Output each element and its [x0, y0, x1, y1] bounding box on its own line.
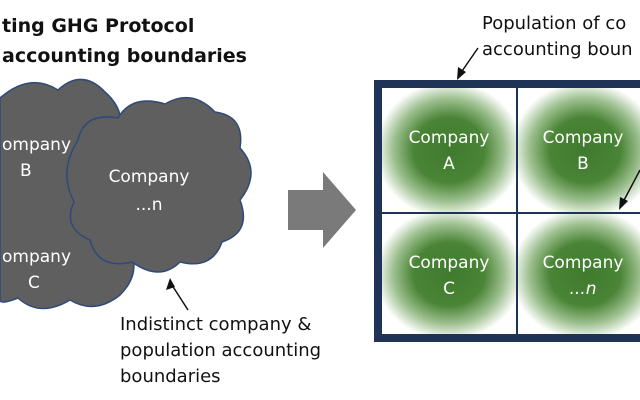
cloud-front [66, 96, 252, 273]
grid-cell-a [382, 88, 516, 212]
grid-cell-n [518, 214, 640, 334]
right-title-line-1: Population of co [482, 13, 626, 34]
left-title-line-1: ting GHG Protocol [2, 15, 194, 37]
cloud-n-label-line-2: ...n [136, 195, 163, 215]
transition-arrow [288, 172, 356, 248]
cell-pointer-head [619, 197, 628, 210]
cell-a-label-line-2: A [443, 154, 455, 174]
cloud-n-label-line-1: Company [109, 167, 190, 187]
clouds [0, 78, 252, 310]
cell-pointer-line [621, 169, 640, 205]
caption-pointer-head [166, 278, 175, 290]
grid-cell-b [518, 88, 640, 212]
left-caption-line-1: Indistinct company & [120, 314, 311, 335]
title-pointer-head [457, 67, 466, 80]
left-caption-line-3: boundaries [120, 366, 221, 387]
cell-c-label-line-1: Company [409, 253, 490, 273]
cell-b-label-line-1: Company [543, 128, 624, 148]
cloud-c-label-line-2: C [28, 273, 40, 293]
left-title-line-2: accounting boundaries [2, 45, 247, 67]
cell-c-label-line-2: C [443, 279, 455, 299]
cell-b-label-line-2: B [577, 154, 589, 174]
grid-cell-c [382, 214, 516, 334]
cell-a-label-line-1: Company [409, 128, 490, 148]
title-pointer-line [459, 47, 479, 75]
cell-n-label-line-2: ...n [570, 279, 597, 299]
cloud-b-label-line-2: B [20, 161, 32, 181]
cell-n-label-line-1: Company [543, 253, 624, 273]
right-title-line-2: accounting boun [482, 39, 633, 60]
left-caption-line-2: population accounting [120, 340, 321, 361]
cloud-c-label-line-1: ompany [2, 247, 71, 267]
cloud-b-label-line-1: ompany [2, 135, 71, 155]
